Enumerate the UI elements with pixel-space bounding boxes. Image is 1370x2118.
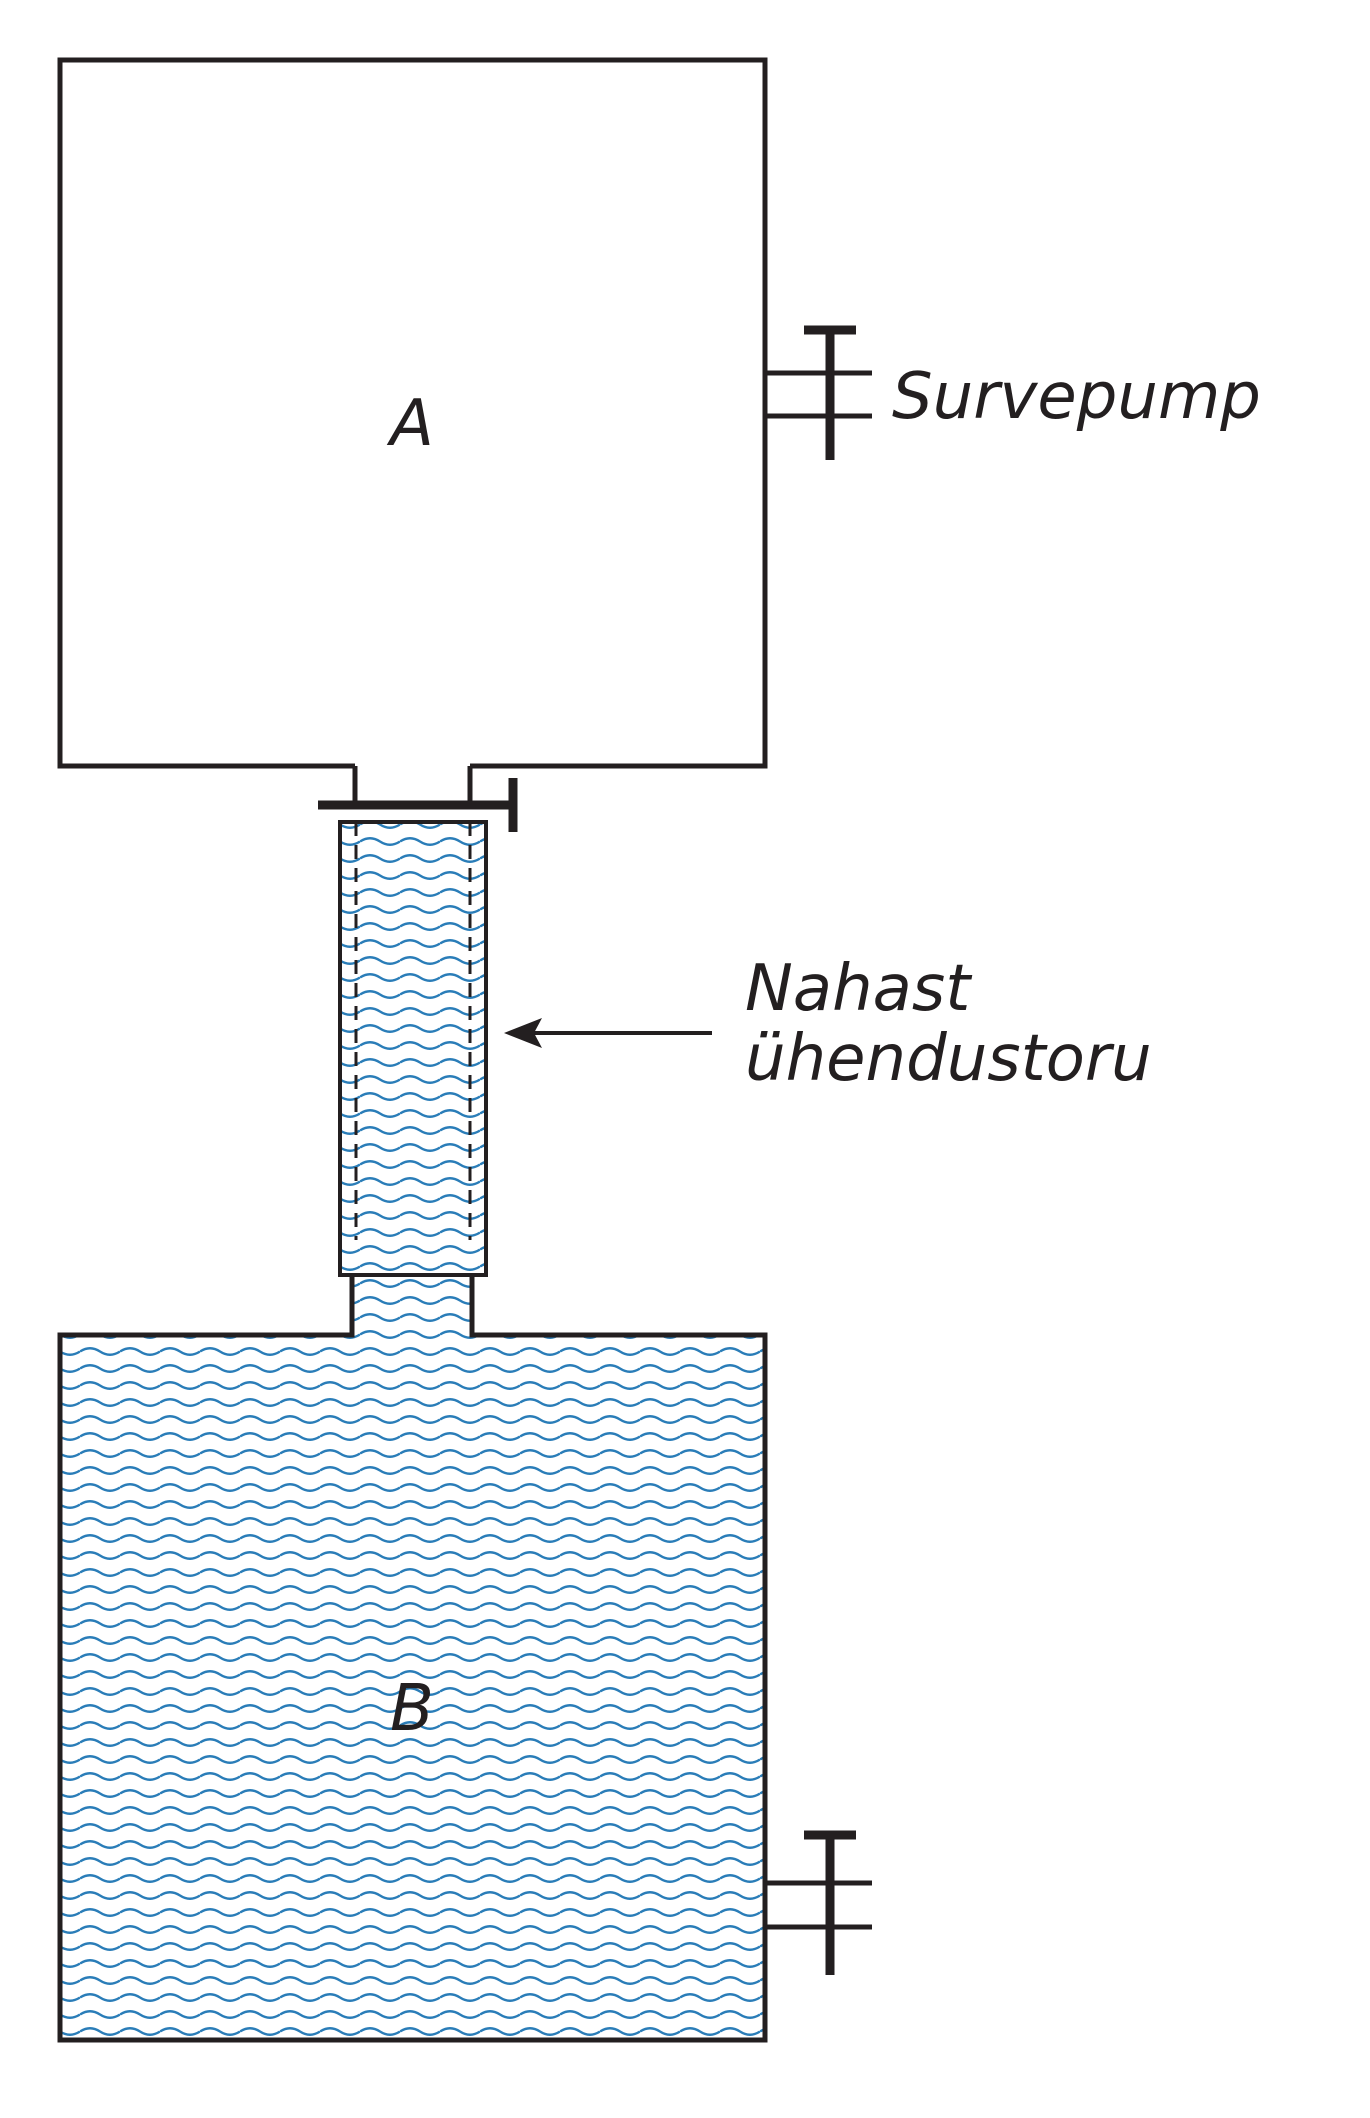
vessel-b-outline (57, 1275, 768, 2043)
vessel-a-neck (352, 766, 473, 805)
connecting-tube-fill (338, 820, 488, 1277)
tube-label-line2: ühendustoru (745, 1022, 1152, 1096)
pump-valve-icon[interactable] (765, 325, 872, 460)
tube-label-line1: Nahast (745, 952, 973, 1026)
vessel-a-outline (57, 57, 768, 769)
vessel-b-water (60, 1275, 765, 2040)
connecting-tube (338, 820, 488, 1277)
tube-valve-icon[interactable] (318, 778, 518, 832)
vessel-a-label: A (386, 387, 434, 461)
pump-label: Survepump (892, 360, 1261, 434)
vessel-b-label: B (390, 1672, 434, 1746)
bottom-valve-icon[interactable] (765, 1830, 872, 1975)
arrow-left-icon (504, 1018, 712, 1048)
